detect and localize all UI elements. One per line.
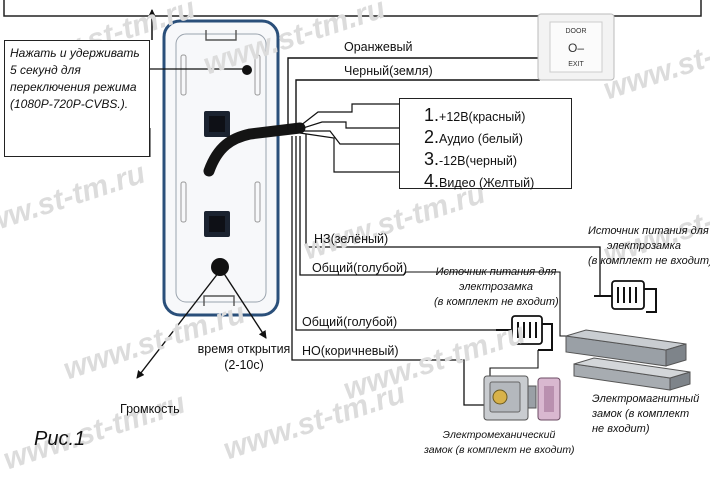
- exit-door-label: DOOR: [566, 28, 587, 35]
- label-common-blue-wire-2: Общий(голубой): [302, 315, 398, 329]
- power-supply-2-plug: [496, 315, 553, 351]
- wire-black-ground: [295, 79, 540, 130]
- panel-button-top-face: [209, 116, 225, 132]
- volume-pointer: [136, 271, 220, 379]
- connector-box: 1.+12В(красный) 2.Аудио (белый) 3.-12В(ч…: [399, 98, 572, 191]
- panel-top-clip: [205, 30, 237, 41]
- camera-lens: [242, 65, 252, 75]
- open-time-pointer: [220, 268, 267, 339]
- wire-1: [299, 103, 399, 127]
- panel-cable: [203, 122, 306, 177]
- electromechanical-lock: [483, 375, 561, 421]
- electromagnetic-lock: [565, 329, 691, 391]
- label-nc-green-wire: НЗ(зелёный): [314, 232, 389, 246]
- key-icon: O‒: [568, 41, 584, 55]
- connector-line-3: 3.-12В(черный): [424, 149, 518, 169]
- wire-no-brown: [291, 136, 488, 406]
- wire-common-blue-2: [295, 136, 508, 331]
- figure-title: Рис.1: [34, 428, 86, 450]
- wire-2: [299, 121, 399, 130]
- exit-button-device: DOOR O‒ EXIT: [537, 13, 615, 81]
- wire-common-blue-1: [299, 136, 404, 276]
- open-time-label: время открытия(2-10с): [197, 342, 291, 372]
- exit-exit-label: EXIT: [568, 61, 584, 68]
- panel-inner-frame: [175, 33, 267, 303]
- wiring-diagram: DOOR O‒ EXIT: [3, 0, 702, 421]
- power-supply-1-plug: [594, 280, 657, 313]
- label-orange-wire: Оранжевый: [344, 40, 413, 54]
- label-no-brown-wire: НО(коричневый): [302, 344, 399, 358]
- panel-slot: [254, 54, 261, 96]
- wire-3: [300, 130, 399, 145]
- connector-line-2: 2.Аудио (белый): [424, 127, 523, 147]
- wire-4: [299, 132, 399, 173]
- intercom-panel: [162, 19, 280, 317]
- top-frame: [3, 0, 702, 17]
- connector-line-4: 4.Видео (Желтый): [424, 171, 535, 191]
- wire-orange: [287, 57, 540, 130]
- mode-switch-note: Нажать и удерживать 5 секунд для переклю…: [4, 40, 150, 157]
- panel-bottom-clip: [203, 295, 235, 306]
- volume-label: Громкость: [120, 402, 180, 416]
- panel-slot: [180, 181, 187, 223]
- panel-slot: [180, 54, 187, 96]
- label-common-blue-wire-1: Общий(голубой): [312, 261, 408, 275]
- connector-line-1: 1.+12В(красный): [424, 105, 526, 125]
- panel-button-bottom-face: [209, 216, 225, 232]
- volume-knob: [211, 258, 229, 276]
- panel-slot: [254, 181, 261, 223]
- label-black-ground-wire: Черный(земля): [344, 64, 433, 78]
